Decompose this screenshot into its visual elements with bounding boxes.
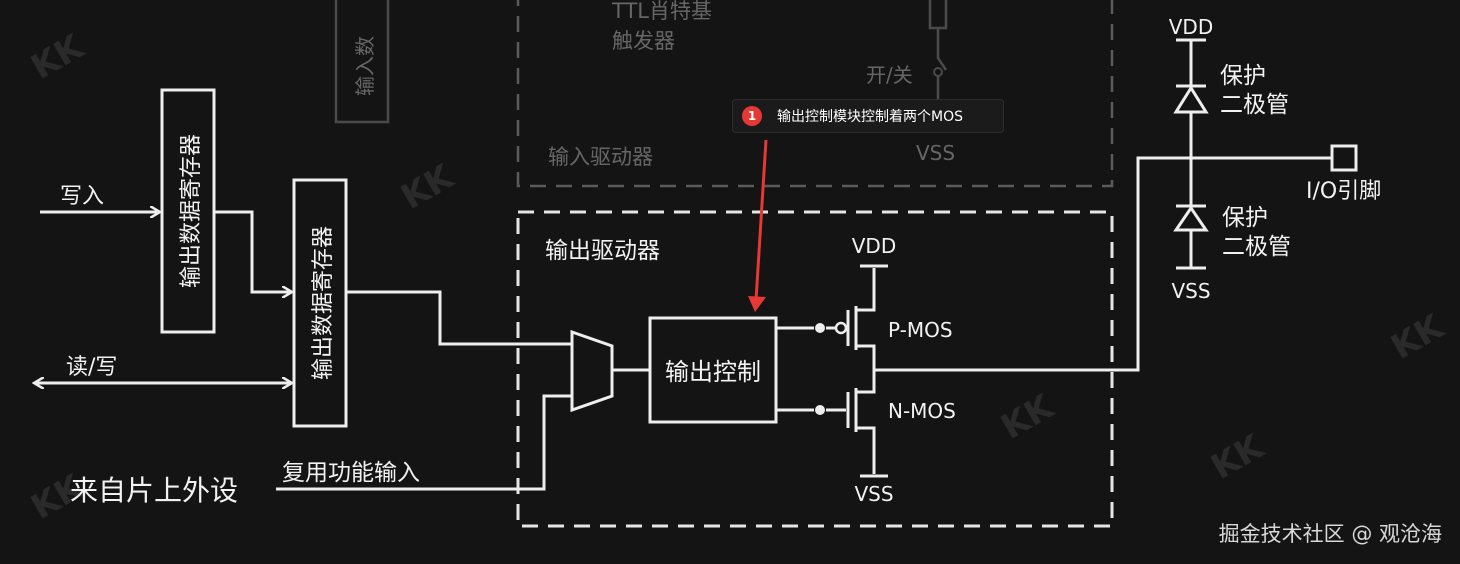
output-control-block	[648, 316, 778, 424]
output-data-register-2	[292, 178, 348, 428]
write-label: 写入	[60, 184, 104, 209]
protection-diode-top	[1173, 38, 1209, 158]
input-driver-frame	[516, 0, 1114, 188]
register-to-mux-wire	[346, 290, 572, 346]
pmos-transistor	[846, 264, 888, 370]
output-data-register-1-label: 输出数据寄存器	[179, 134, 204, 288]
input-vss-label: VSS	[916, 141, 955, 165]
annotation-arrowhead	[748, 296, 766, 312]
input-data-register-box	[334, 0, 390, 124]
alt-function-input-label: 复用功能输入	[282, 460, 420, 486]
protect-diode-bottom-label-1: 保护	[1222, 205, 1268, 231]
nmos-vss-label: VSS	[854, 482, 893, 506]
nmos-transistor	[846, 370, 888, 478]
output-control-label: 输出控制	[665, 358, 761, 386]
watermark: KK	[25, 26, 92, 88]
from-peripheral-label: 来自片上外设	[70, 474, 238, 507]
input-section: 输入数 TTL肖特基 触发器 输入驱动器 开/关 VSS	[334, 0, 1114, 188]
output-data-register-1	[160, 88, 216, 334]
pmos-vdd-label: VDD	[852, 234, 896, 258]
watermark: KK	[995, 386, 1062, 448]
callout-number-badge: 1	[742, 106, 762, 126]
output-to-pin-wire	[874, 156, 1332, 372]
protect-diode-top-label-2: 二极管	[1220, 92, 1289, 118]
alt-function-wire	[276, 394, 572, 491]
input-resistor	[928, 0, 948, 30]
input-driver-label: 输入驱动器	[548, 145, 653, 169]
register-link-arrow	[214, 210, 292, 292]
io-pin	[1330, 144, 1358, 172]
output-data-register-2-label: 输出数据寄存器	[311, 226, 336, 380]
annotation-callout: 1 输出控制模块控制着两个MOS	[732, 99, 1004, 133]
attribution-text: 掘金技术社区 @ 观沧海	[1218, 522, 1442, 546]
pmos-gate-dot	[815, 323, 825, 333]
pmos-inversion-bubble	[834, 321, 848, 335]
output-driver-frame	[516, 210, 1114, 528]
nmos-label: N-MOS	[888, 399, 956, 423]
pmos-label: P-MOS	[888, 318, 953, 342]
ttl-schmitt-label-2: 触发器	[612, 29, 675, 53]
input-data-register-label: 输入数	[353, 36, 377, 96]
protection-diode-bottom	[1173, 158, 1209, 270]
annotation-arrow	[754, 139, 768, 301]
nmos-gate-dot	[815, 405, 825, 415]
io-pin-label: I/O引脚	[1306, 179, 1381, 204]
watermark: KK	[1205, 426, 1272, 488]
watermark: KK	[1385, 306, 1452, 368]
ttl-schmitt-label-1: TTL肖特基	[611, 0, 712, 23]
protect-diode-top-label-1: 保护	[1220, 63, 1266, 89]
callout-text: 输出控制模块控制着两个MOS	[777, 109, 963, 125]
switch-label: 开/关	[866, 63, 913, 87]
protect-diode-bottom-label-2: 二极管	[1222, 234, 1291, 260]
watermark: KK	[395, 156, 462, 218]
multiplexer	[570, 329, 614, 413]
protect-vdd-label: VDD	[1169, 15, 1213, 39]
output-driver-label: 输出驱动器	[545, 238, 660, 264]
read-write-label: 读/写	[66, 355, 117, 380]
protect-vss-label: VSS	[1171, 279, 1210, 303]
